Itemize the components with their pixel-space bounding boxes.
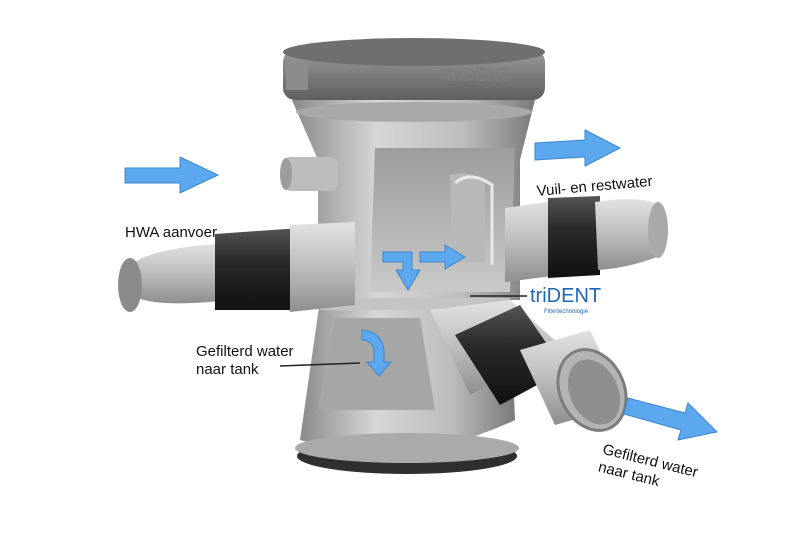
outlet-pipe bbox=[430, 300, 628, 432]
overflow-pipe bbox=[505, 196, 668, 282]
arrow-filtered-down-icon bbox=[361, 329, 393, 377]
logo-text: triDENT bbox=[530, 285, 601, 307]
inlet-pipe bbox=[118, 222, 355, 312]
filter-lid: triDENT bbox=[283, 38, 545, 100]
filter-upper-body bbox=[280, 100, 535, 300]
label-inlet: HWA aanvoer bbox=[125, 224, 217, 241]
filtered-leader-line bbox=[279, 362, 361, 367]
arrow-outlet-icon bbox=[623, 397, 719, 441]
label-filtered-inner: Gefilterd water naar tank bbox=[196, 343, 294, 379]
arrow-inlet-icon bbox=[124, 156, 220, 194]
trident-logo: triDENT Filtertechnologie bbox=[530, 285, 601, 315]
arrow-overflow-icon bbox=[534, 129, 622, 167]
lid-brand-text: triDENT bbox=[447, 65, 511, 85]
logo-subtitle: Filtertechnologie bbox=[544, 309, 589, 315]
label-filtered-inner-line1: Gefilterd water bbox=[196, 343, 294, 360]
label-filtered-inner-line2: naar tank bbox=[196, 361, 259, 378]
arrow-internal-down-icon bbox=[382, 251, 421, 291]
arrow-internal-right-icon bbox=[419, 244, 466, 270]
flow-arrows bbox=[124, 129, 719, 441]
